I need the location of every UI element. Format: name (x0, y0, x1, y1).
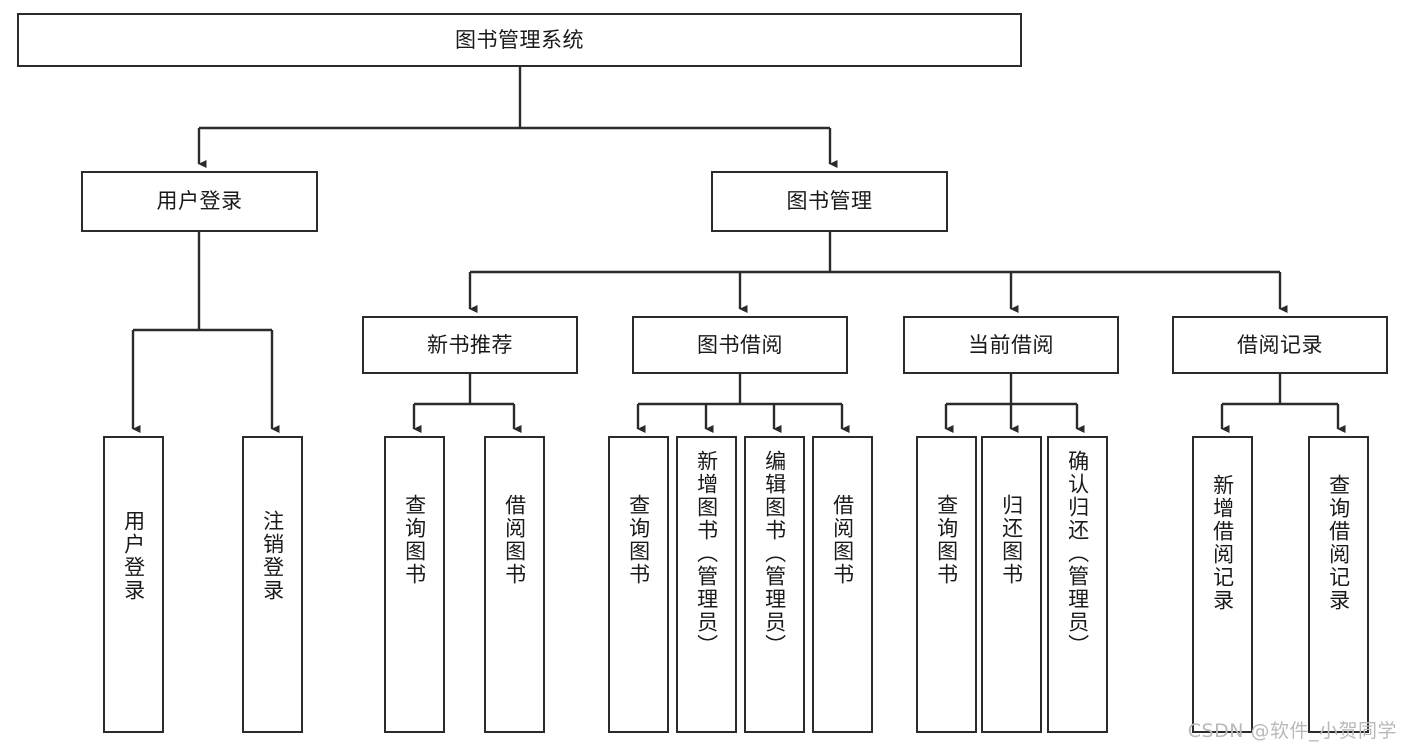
node-leaf-borrow-book-2-label: 借阅图书 (830, 494, 855, 586)
node-leaf-borrow-book-2[interactable]: 借阅图书 (812, 436, 873, 733)
node-leaf-query-book-1[interactable]: 查询图书 (384, 436, 445, 733)
node-leaf-query-borrow-record-label: 查询借阅记录 (1326, 474, 1351, 612)
node-leaf-query-book-2[interactable]: 查询图书 (608, 436, 669, 733)
node-leaf-query-book-1-label: 查询图书 (402, 494, 427, 586)
node-leaf-query-book-3-label: 查询图书 (934, 494, 959, 586)
node-book-borrow[interactable]: 图书借阅 (632, 316, 848, 374)
node-leaf-user-login-label: 用户登录 (121, 510, 146, 602)
node-leaf-query-book-2-label: 查询图书 (626, 494, 651, 586)
node-leaf-confirm-return-admin-label: 确认归还（管理员） (1065, 450, 1090, 657)
node-root[interactable]: 图书管理系统 (17, 13, 1022, 67)
node-leaf-return-book[interactable]: 归还图书 (981, 436, 1042, 733)
node-borrow-record-label: 借阅记录 (1237, 332, 1323, 357)
node-current-borrow-label: 当前借阅 (968, 332, 1054, 357)
node-leaf-query-book-3[interactable]: 查询图书 (916, 436, 977, 733)
node-book-borrow-label: 图书借阅 (697, 332, 783, 357)
node-leaf-borrow-book-1-label: 借阅图书 (502, 494, 527, 586)
node-root-label: 图书管理系统 (455, 27, 584, 52)
node-leaf-edit-book-admin-label: 编辑图书（管理员） (762, 450, 787, 657)
node-book-management[interactable]: 图书管理 (711, 171, 948, 232)
node-leaf-logout-login[interactable]: 注销登录 (242, 436, 303, 733)
node-leaf-borrow-book-1[interactable]: 借阅图书 (484, 436, 545, 733)
node-user-login-label: 用户登录 (156, 189, 243, 214)
node-current-borrow[interactable]: 当前借阅 (903, 316, 1119, 374)
node-borrow-record[interactable]: 借阅记录 (1172, 316, 1388, 374)
node-leaf-confirm-return-admin[interactable]: 确认归还（管理员） (1047, 436, 1108, 733)
node-leaf-add-book-admin[interactable]: 新增图书（管理员） (676, 436, 737, 733)
node-book-management-label: 图书管理 (786, 189, 873, 214)
node-leaf-return-book-label: 归还图书 (999, 494, 1024, 586)
node-leaf-user-login[interactable]: 用户登录 (103, 436, 164, 733)
watermark-text: CSDN @软件_小贺同学 (1187, 720, 1397, 742)
node-user-login[interactable]: 用户登录 (81, 171, 318, 232)
node-leaf-add-book-admin-label: 新增图书（管理员） (694, 450, 719, 657)
node-leaf-edit-book-admin[interactable]: 编辑图书（管理员） (744, 436, 805, 733)
node-leaf-add-borrow-record[interactable]: 新增借阅记录 (1192, 436, 1253, 733)
node-new-book-recommend[interactable]: 新书推荐 (362, 316, 578, 374)
node-leaf-query-borrow-record[interactable]: 查询借阅记录 (1308, 436, 1369, 733)
node-leaf-logout-login-label: 注销登录 (260, 510, 285, 602)
node-new-book-recommend-label: 新书推荐 (427, 332, 513, 357)
node-leaf-add-borrow-record-label: 新增借阅记录 (1210, 474, 1235, 612)
